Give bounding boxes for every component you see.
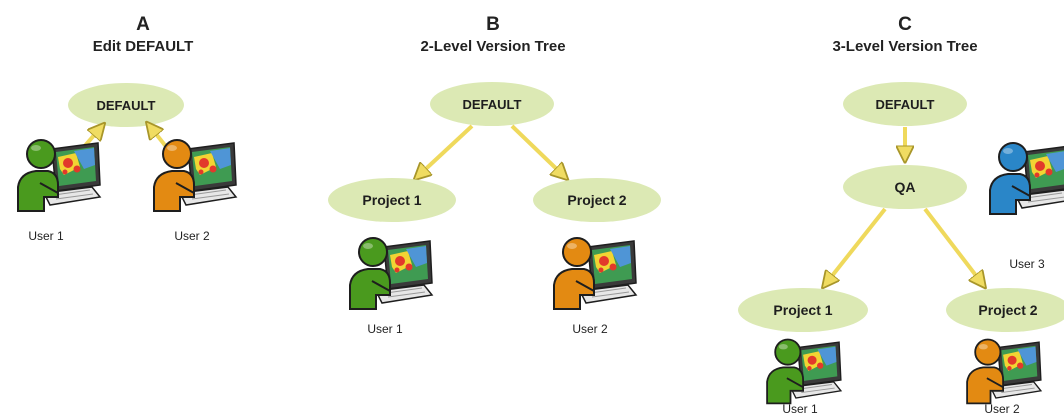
user-label-c1: User 1 <box>782 402 818 416</box>
user-label-a2: User 2 <box>174 229 210 243</box>
panel-b-title: 2-Level Version Tree <box>420 38 565 55</box>
panel-c-letter: C <box>898 14 912 35</box>
user-label-b2: User 2 <box>572 322 608 336</box>
user-icon-c1 <box>766 338 842 405</box>
panel-b: B 2-Level Version Tree DEFAULT Project 1… <box>328 14 661 336</box>
node-project2-b <box>533 178 661 222</box>
node-default-b <box>430 82 554 126</box>
panel-b-letter: B <box>486 14 500 35</box>
user-label-a1: User 1 <box>28 229 64 243</box>
node-qa <box>843 165 967 209</box>
node-default-a-label: DEFAULT <box>97 98 156 113</box>
arrow-default-to-project1-b <box>416 124 474 178</box>
user-icon-a1 <box>17 139 101 212</box>
panel-c: C 3-Level Version Tree DEFAULT QA Projec… <box>738 14 1064 416</box>
user-icon-b2 <box>553 237 637 310</box>
node-project1-c-label: Project 1 <box>773 302 832 318</box>
user-icon-b1 <box>349 237 433 310</box>
node-project2-c <box>946 288 1064 332</box>
panel-a-letter: A <box>136 14 150 35</box>
user-label-c2: User 2 <box>984 402 1020 416</box>
node-project1-b-label: Project 1 <box>362 192 421 208</box>
user-icon-c3 <box>989 142 1064 215</box>
user-label-b1: User 1 <box>367 322 403 336</box>
node-qa-label: QA <box>895 179 916 195</box>
arrow-qa-to-project1 <box>824 207 887 286</box>
node-default-b-label: DEFAULT <box>463 97 522 112</box>
user-icon-a2 <box>153 139 237 212</box>
user-label-c3: User 3 <box>1009 257 1045 271</box>
node-project1-c <box>738 288 868 332</box>
node-default-c-label: DEFAULT <box>876 97 935 112</box>
node-project1-b <box>328 178 456 222</box>
node-project2-b-label: Project 2 <box>567 192 626 208</box>
panel-a: A Edit DEFAULT DEFAULT User 1 User 2 <box>17 14 237 243</box>
node-default-a <box>68 83 184 127</box>
node-default-c <box>843 82 967 126</box>
node-project2-c-label: Project 2 <box>978 302 1037 318</box>
panel-c-title: 3-Level Version Tree <box>832 38 977 55</box>
arrow-qa-to-project2 <box>923 207 984 286</box>
user-icon-c2 <box>966 338 1042 405</box>
arrow-default-to-project2-b <box>510 124 566 178</box>
panel-a-title: Edit DEFAULT <box>93 38 194 55</box>
